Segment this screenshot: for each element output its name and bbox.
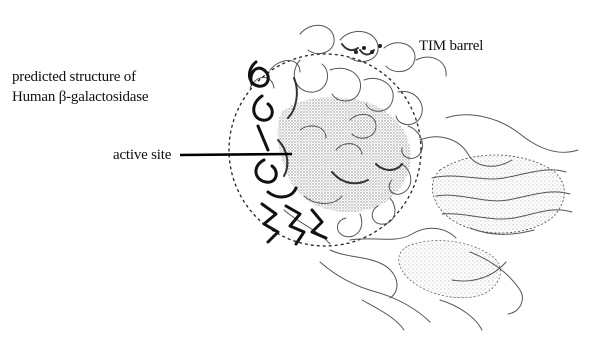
lower-domain-shading xyxy=(399,241,501,298)
active-site-label: active site xyxy=(113,146,171,165)
figure-caption-line-2: Human β-galactosidase xyxy=(12,88,148,107)
barrel-core-shading xyxy=(277,97,410,212)
beta-sheet-domain xyxy=(432,155,564,233)
active-site-pointer xyxy=(180,154,292,155)
figure-caption-line-1: predicted structure of xyxy=(12,68,136,87)
tim-barrel-label: TIM barrel xyxy=(419,37,483,56)
